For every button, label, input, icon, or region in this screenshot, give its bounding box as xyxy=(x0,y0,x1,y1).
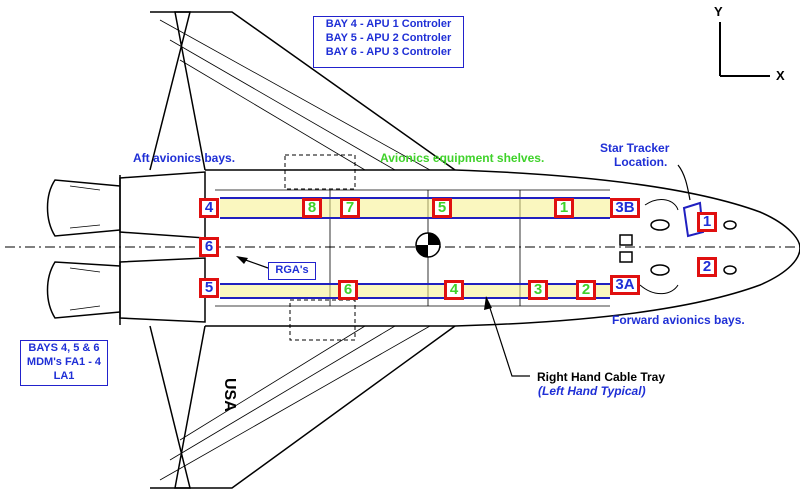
mdm-note-line: BAYS 4, 5 & 6 xyxy=(28,342,100,354)
apu-note-line: BAY 4 - APU 1 Controler xyxy=(325,18,452,30)
bay-6-marker: 6 xyxy=(199,237,219,257)
apu-note-line: BAY 5 - APU 2 Controler xyxy=(325,32,452,44)
shelf-5-marker: 5 xyxy=(432,198,452,218)
apu-note-line: BAY 6 - APU 3 Controler xyxy=(325,46,452,58)
cable-tray-lower xyxy=(220,283,610,299)
cable-tray-leader xyxy=(487,301,530,377)
shelf-2-marker: 2 xyxy=(576,280,596,300)
rga-label: RGA's xyxy=(268,262,316,280)
bay-3b-marker: 3B xyxy=(610,198,640,218)
y-axis-label: Y xyxy=(714,4,723,19)
aft-bays-label: Aft avionics bays. xyxy=(133,151,236,165)
cable-tray-arrow-icon xyxy=(484,296,492,310)
shelf-8-marker: 8 xyxy=(302,198,322,218)
shelf-1-marker: 1 xyxy=(554,198,574,218)
bay-2-marker: 2 xyxy=(697,257,717,277)
rga-arrow-icon xyxy=(236,256,248,264)
star-tracker-outline xyxy=(682,201,705,238)
cable-tray-sublabel: (Left Hand Typical) xyxy=(538,384,646,398)
bay-1-marker: 1 xyxy=(697,212,717,232)
bay-5-marker: 5 xyxy=(199,278,219,298)
shelves-label: Avionics equipment shelves. xyxy=(380,151,545,165)
cable-tray-upper xyxy=(220,197,610,219)
rga-label-text: RGA's xyxy=(275,264,309,276)
axis-indicator-icon xyxy=(719,22,770,77)
apu-controller-note: BAY 4 - APU 1 Controler BAY 5 - APU 2 Co… xyxy=(313,16,464,68)
orbiter-outline xyxy=(46,11,800,489)
mdm-note-line: MDM's FA1 - 4 xyxy=(26,356,102,368)
shelf-3-marker: 3 xyxy=(528,280,548,300)
cable-tray-label: Right Hand Cable Tray xyxy=(537,370,666,384)
shelf-7-marker: 7 xyxy=(340,198,360,218)
x-axis-label: X xyxy=(776,68,785,83)
bay-4-marker: 4 xyxy=(199,198,219,218)
star-tracker-leader xyxy=(677,164,691,201)
mdm-note-line: LA1 xyxy=(53,370,75,382)
star-tracker-label-2: Location. xyxy=(614,155,668,169)
star-tracker-label-1: Star Tracker xyxy=(600,141,670,155)
forward-bays-label: Forward avionics bays. xyxy=(612,313,745,327)
usa-lettering: USA xyxy=(221,378,238,412)
mdm-note: BAYS 4, 5 & 6 MDM's FA1 - 4 LA1 xyxy=(20,340,108,386)
bay-3a-marker: 3A xyxy=(610,275,640,295)
cg-marker-icon xyxy=(415,232,441,258)
shelf-6-marker: 6 xyxy=(338,280,358,300)
shelf-4-marker: 4 xyxy=(444,280,464,300)
